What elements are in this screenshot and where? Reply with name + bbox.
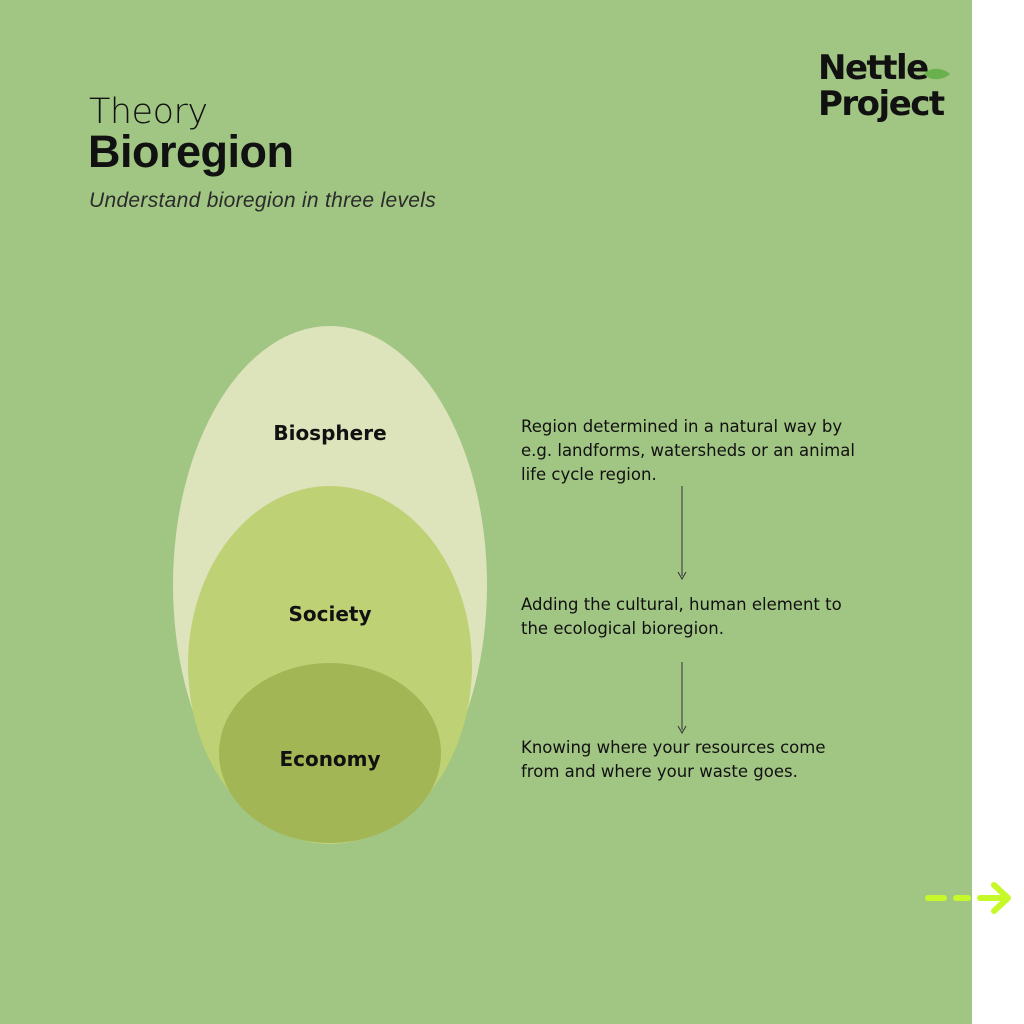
page-subtitle: Understand bioregion in three levels bbox=[89, 189, 437, 212]
biosphere-description: Region determined in a natural way by e.… bbox=[521, 415, 861, 487]
dashed-arrow-right-icon[interactable] bbox=[924, 880, 1016, 916]
brand-name-line1: Nettle bbox=[818, 48, 929, 88]
description-line: life cycle region. bbox=[521, 465, 657, 484]
description-line: Region determined in a natural way by bbox=[521, 417, 843, 436]
brand-logo: Nettle Project bbox=[818, 48, 945, 124]
description-line: Knowing where your resources come bbox=[521, 738, 826, 757]
economy-description: Knowing where your resources come from a… bbox=[521, 736, 861, 784]
society-description: Adding the cultural, human element to th… bbox=[521, 593, 861, 641]
leaf-icon bbox=[924, 68, 950, 80]
economy-label: Economy bbox=[279, 747, 381, 771]
brand-name-line2: Project bbox=[818, 84, 945, 124]
page-title: Bioregion bbox=[88, 126, 294, 177]
society-label: Society bbox=[288, 602, 372, 626]
description-line: Adding the cultural, human element to bbox=[521, 595, 842, 614]
biosphere-label: Biosphere bbox=[273, 421, 387, 445]
description-line: the ecological bioregion. bbox=[521, 619, 724, 638]
connector-arrow-2 bbox=[677, 662, 687, 735]
connector-arrow-1 bbox=[677, 486, 687, 581]
economy-ellipse bbox=[219, 663, 441, 843]
bioregion-diagram bbox=[173, 326, 687, 844]
slide-card: Theory Bioregion Understand bioregion in… bbox=[0, 0, 972, 1024]
description-line: e.g. landforms, watersheds or an animal bbox=[521, 441, 855, 460]
description-line: from and where your waste goes. bbox=[521, 762, 798, 781]
page-supertitle: Theory bbox=[89, 92, 208, 132]
